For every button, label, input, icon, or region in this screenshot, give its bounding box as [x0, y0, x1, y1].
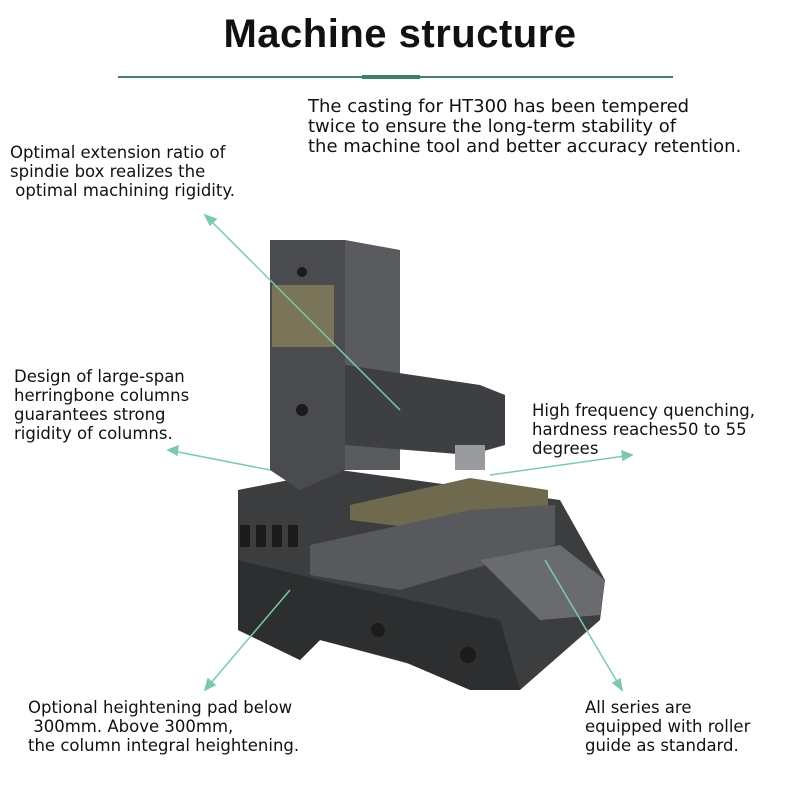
spindle-box: [345, 365, 505, 455]
arrow-quenching: [489, 454, 633, 476]
saddle: [310, 505, 555, 590]
column-pad: [272, 285, 334, 347]
base-window: [240, 525, 250, 547]
base-window: [256, 525, 266, 547]
spindle: [455, 445, 485, 470]
arrowhead: [621, 449, 634, 462]
arrow-pad: [204, 589, 291, 691]
note-casting: The casting for HT300 has been tempered …: [308, 96, 742, 157]
guide-rail: [480, 545, 605, 620]
note-columns: Design of large-span herringbone columns…: [14, 367, 190, 443]
base-hole: [371, 623, 385, 637]
arrow-spindle: [204, 214, 401, 411]
base-hole: [460, 647, 476, 663]
note-heightening-pad: Optional heightening pad below 300mm. Ab…: [28, 698, 300, 755]
note-quenching: High frequency quenching, hardness reach…: [532, 401, 755, 458]
title-divider-accent: [362, 75, 420, 79]
column-hole: [297, 267, 307, 277]
arrowhead: [611, 677, 624, 692]
page-title: Machine structure: [223, 12, 577, 56]
column: [270, 240, 345, 490]
note-spindle-box: Optimal extension ratio of spindie box r…: [10, 143, 236, 200]
base-window: [288, 525, 298, 547]
arrow-columns: [167, 449, 271, 471]
arrowhead: [166, 444, 179, 457]
column-hole: [296, 404, 308, 416]
arrowhead: [203, 677, 217, 692]
note-roller-guide: All series are equipped with roller guid…: [585, 698, 751, 755]
arrow-guide: [544, 559, 623, 691]
arrowhead: [203, 213, 218, 227]
base-window: [272, 525, 282, 547]
